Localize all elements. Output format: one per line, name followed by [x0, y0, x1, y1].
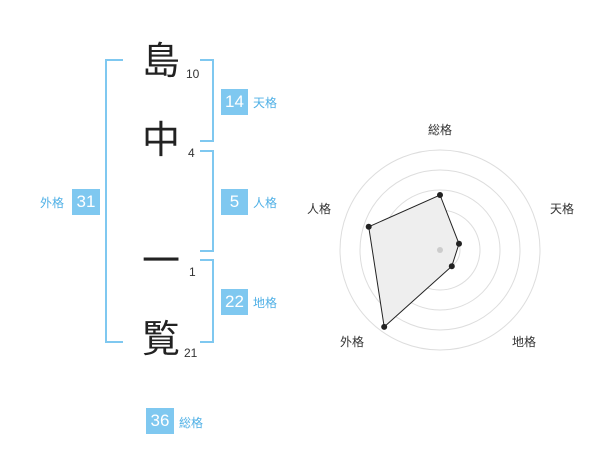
gaikaku-badge: 31 — [72, 189, 100, 215]
stroke-count-3: 1 — [189, 265, 196, 279]
gaikaku-label: 外格 — [40, 196, 65, 210]
stroke-count-2: 4 — [188, 146, 195, 160]
tenkaku-bracket — [200, 59, 214, 142]
radar-label-gaikaku: 外格 — [340, 334, 364, 349]
radar-point — [365, 223, 372, 230]
radar-points — [365, 192, 462, 330]
radar-label-tenkaku: 天格 — [550, 201, 574, 216]
name-char-4: 覧 — [141, 317, 180, 361]
radar-point — [448, 263, 455, 270]
soukaku-badge: 36 — [146, 408, 174, 434]
name-char-2: 中 — [141, 118, 180, 162]
radar-point — [381, 323, 388, 330]
chikaku-bracket — [200, 259, 214, 343]
tenkaku-label: 天格 — [253, 96, 278, 110]
radar-label-soukaku: 総格 — [428, 122, 452, 137]
tenkaku-badge: 14 — [221, 89, 248, 115]
radar-label-chikaku: 地格 — [512, 334, 536, 349]
radar-area — [368, 194, 460, 328]
radar-point — [456, 240, 462, 247]
radar-point — [437, 192, 443, 198]
jinkaku-badge: 5 — [221, 189, 248, 215]
stroke-count-4: 21 — [184, 346, 198, 360]
radar-ring — [359, 169, 521, 331]
name-char-3: 一 — [141, 239, 180, 283]
radar-ring — [339, 149, 541, 351]
gaikaku-bracket — [105, 59, 123, 343]
radar-center-dot — [437, 247, 443, 253]
soukaku-label: 総格 — [179, 416, 204, 430]
radar-label-jinkaku: 人格 — [307, 201, 331, 216]
stroke-count-1: 10 — [186, 67, 200, 81]
jinkaku-label: 人格 — [253, 196, 278, 210]
fortune-radar-chart: 総格 天格 地格 外格 人格 — [307, 122, 574, 351]
chikaku-badge: 22 — [221, 289, 248, 315]
name-char-1: 島 — [141, 39, 180, 83]
jinkaku-bracket — [200, 150, 214, 252]
chikaku-label: 地格 — [253, 296, 278, 310]
